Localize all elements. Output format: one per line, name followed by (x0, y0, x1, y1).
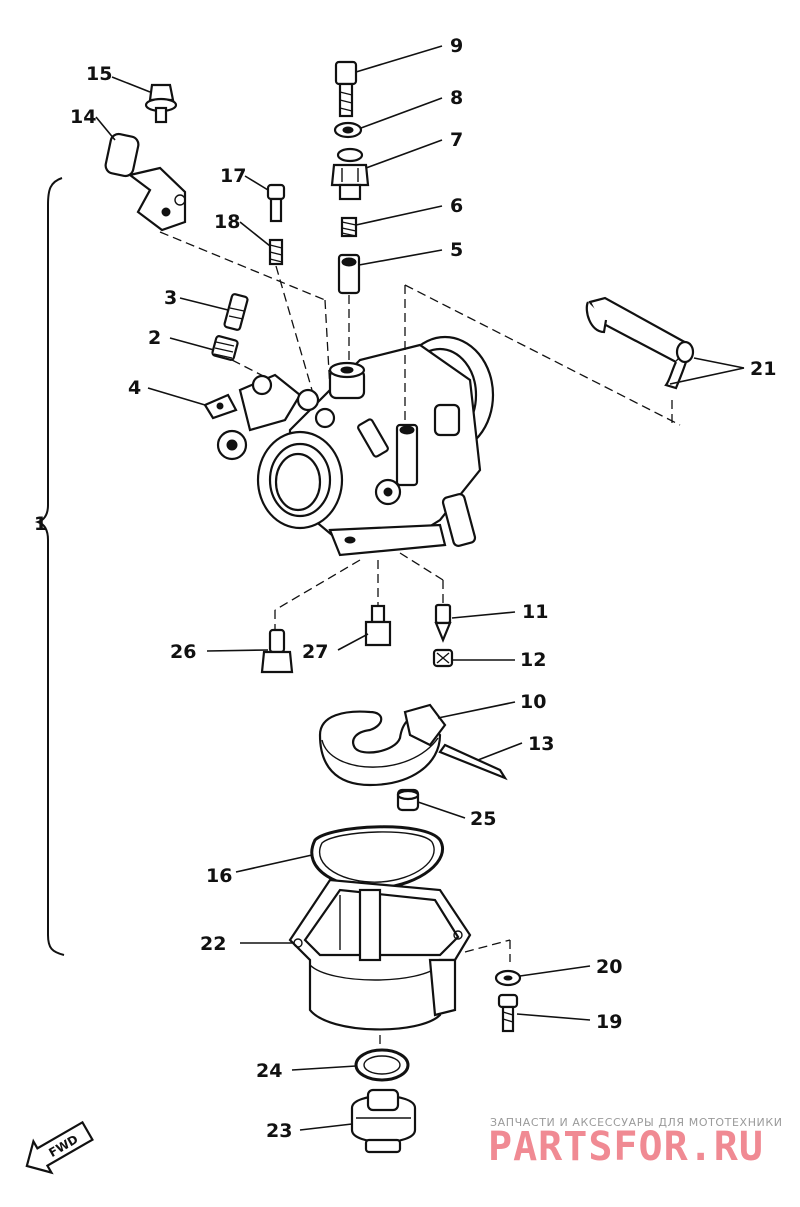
watermark-tagline: ЗАПЧАСТИ И АКСЕССУАРЫ ДЛЯ МОТОТЕХНИКИ (490, 1116, 783, 1129)
label-4: 4 (128, 377, 141, 399)
fwd-direction-badge: FWD (25, 1120, 94, 1175)
label-18: 18 (214, 211, 240, 233)
part-16-gasket (310, 825, 444, 890)
part-14-bracket (104, 132, 187, 232)
part-5-jet (337, 253, 361, 295)
axis-3 (231, 359, 276, 383)
carburetor-body (216, 335, 495, 557)
label-14: 14 (70, 106, 96, 128)
part-25-plug (396, 788, 420, 812)
axis-20 (464, 939, 511, 953)
axis-11 (399, 552, 444, 581)
label-10: 10 (520, 691, 546, 713)
label-7: 7 (450, 129, 463, 151)
part-number-labels: 1 2 3 4 5 6 7 8 9 10 11 12 13 14 15 16 1… (34, 35, 776, 1142)
part-6-spring (340, 216, 358, 238)
assembly-bracket (34, 177, 65, 956)
part-18-spring (268, 238, 284, 266)
part-15-bolt (144, 83, 178, 124)
part-7-fitting (330, 147, 370, 201)
axis-26 (274, 559, 361, 611)
label-25: 25 (470, 808, 496, 830)
part-12-seat (432, 648, 454, 668)
part-9-screw (334, 60, 358, 118)
leader-lines (95, 45, 745, 1131)
axis-17 (275, 265, 313, 391)
label-26: 26 (170, 641, 196, 663)
label-1: 1 (34, 513, 47, 535)
label-20: 20 (596, 956, 622, 978)
label-27: 27 (302, 641, 328, 663)
part-23-drain-plug (350, 1088, 417, 1154)
label-9: 9 (450, 35, 463, 57)
part-24-o-ring (354, 1048, 410, 1082)
label-19: 19 (596, 1011, 622, 1033)
label-8: 8 (450, 87, 463, 109)
part-20-washer (494, 969, 522, 987)
part-17-screw (266, 183, 286, 223)
label-3: 3 (164, 287, 177, 309)
part-13-pin (438, 743, 508, 781)
part-10-float (318, 703, 447, 787)
part-4-lever (203, 393, 238, 420)
label-6: 6 (450, 195, 463, 217)
label-16: 16 (206, 865, 232, 887)
label-13: 13 (528, 733, 554, 755)
part-22-float-bowl (288, 878, 472, 1031)
label-15: 15 (86, 63, 112, 85)
part-21-tube (585, 296, 695, 390)
label-22: 22 (200, 933, 226, 955)
watermark: ЗАПЧАСТИ И АКСЕССУАРЫ ДЛЯ МОТОТЕХНИКИ PA… (488, 1116, 783, 1170)
label-24: 24 (256, 1060, 282, 1082)
axis-21 (404, 284, 681, 426)
label-5: 5 (450, 239, 463, 261)
label-12: 12 (520, 649, 546, 671)
watermark-brand: PARTSFOR.RU (488, 1124, 764, 1170)
part-27-jet (364, 604, 392, 647)
part-26-plug (260, 628, 294, 674)
label-21: 21 (750, 358, 776, 380)
part-3-screw (223, 293, 249, 331)
axis-14 (159, 231, 326, 301)
label-17: 17 (220, 165, 246, 187)
label-2: 2 (148, 327, 161, 349)
label-23: 23 (266, 1120, 292, 1142)
part-8-washer (333, 121, 363, 139)
part-11-needle-valve (434, 603, 452, 643)
label-11: 11 (522, 601, 548, 623)
part-2-spring (211, 335, 239, 361)
part-19-screw (497, 993, 519, 1033)
